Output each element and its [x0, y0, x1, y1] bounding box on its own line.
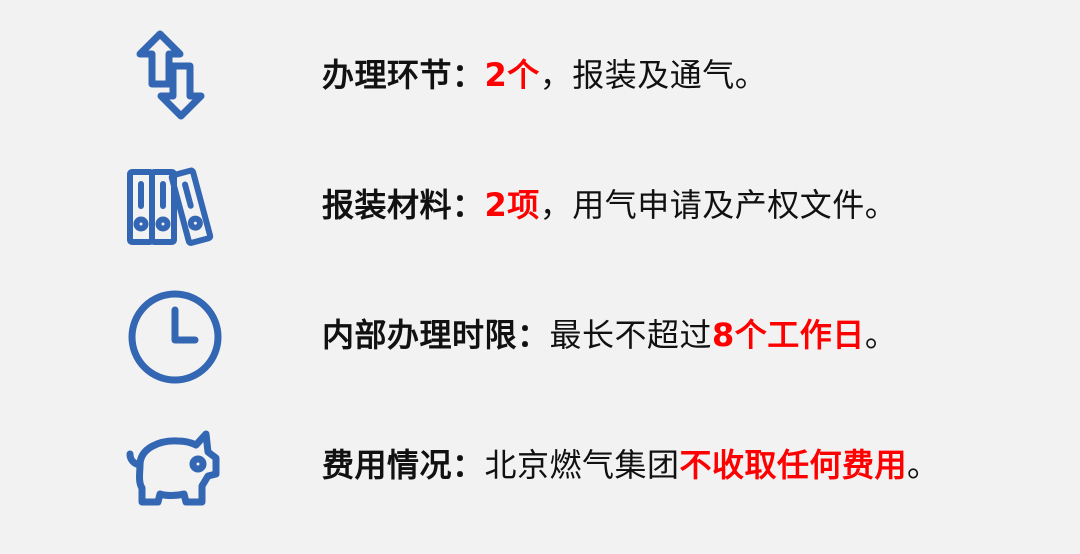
info-text: 费用情况：北京燃气集团不收取任何费用。	[322, 445, 940, 485]
info-row-process-steps: 办理环节：2个，报装及通气。	[0, 20, 1080, 130]
info-text: 办理环节：2个，报装及通气。	[322, 55, 767, 95]
clock-icon	[120, 280, 230, 390]
highlight-value: 8个工作日	[712, 316, 865, 354]
item-description: ，用气申请及产权文件。	[539, 186, 898, 224]
info-text: 报装材料：2项，用气申请及产权文件。	[322, 185, 897, 225]
item-label: 报装材料：	[322, 186, 485, 224]
item-description: 北京燃气集团	[484, 446, 680, 484]
item-label: 内部办理时限：	[322, 316, 550, 354]
highlight-value: 2个	[484, 56, 540, 94]
item-label: 费用情况：	[322, 446, 485, 484]
highlight-value: 不收取任何费用	[679, 446, 908, 484]
item-punctuation: 。	[864, 316, 898, 354]
binders-icon	[120, 150, 230, 260]
item-punctuation: 。	[907, 446, 940, 484]
info-row-time-limit: 内部办理时限：最长不超过8个工作日。	[0, 280, 1080, 390]
info-row-fees: 费用情况：北京燃气集团不收取任何费用。	[0, 410, 1080, 520]
item-description: 最长不超过	[549, 316, 713, 354]
up-down-arrows-icon	[120, 20, 230, 130]
piggy-bank-icon	[120, 410, 230, 520]
info-row-materials: 报装材料：2项，用气申请及产权文件。	[0, 150, 1080, 260]
highlight-value: 2项	[484, 186, 540, 224]
item-label: 办理环节：	[322, 56, 485, 94]
info-text: 内部办理时限：最长不超过8个工作日。	[322, 315, 897, 355]
item-description: ，报装及通气。	[539, 56, 768, 94]
